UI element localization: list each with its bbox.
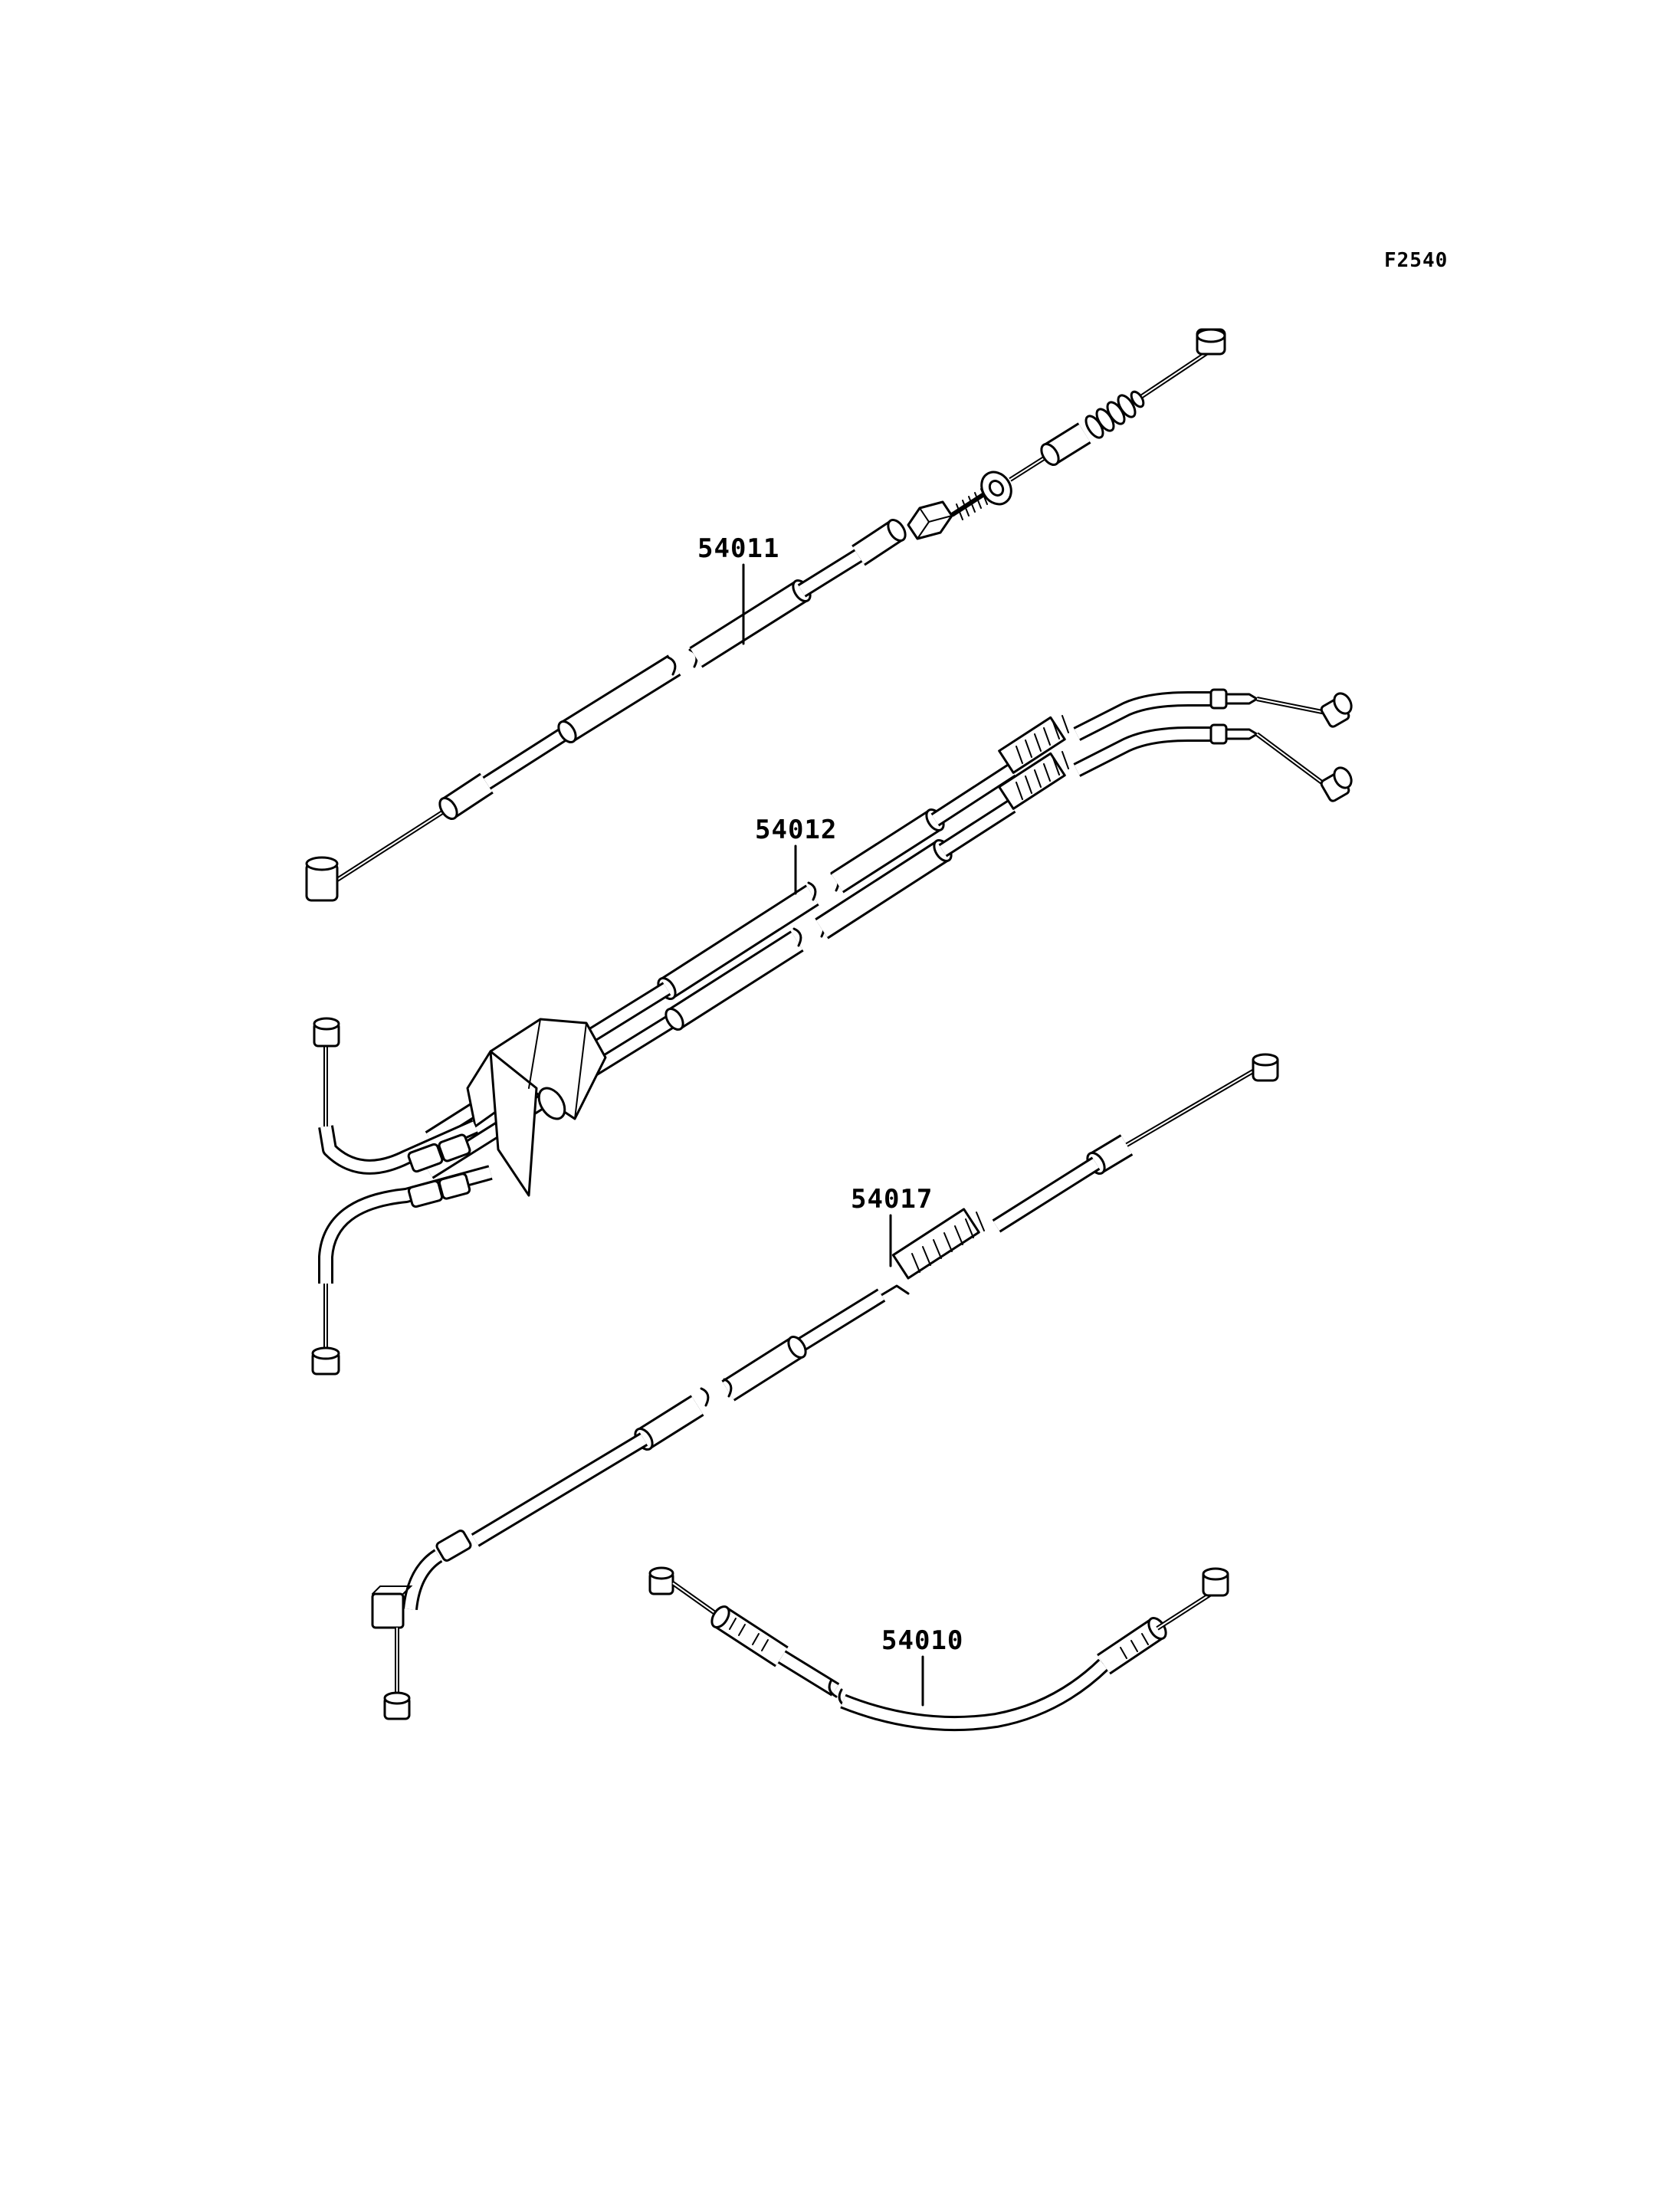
elbow-fitting: [371, 1585, 413, 1629]
cable-end-barrel: [1196, 328, 1226, 356]
cable-end-barrel: [305, 856, 339, 902]
part-number-label: 54010: [881, 1625, 963, 1656]
knurled-adjuster: [998, 715, 1069, 774]
callout-54010: 54010: [881, 1625, 963, 1707]
knurled-adjuster: [891, 1208, 985, 1280]
cable-54012[interactable]: [311, 688, 1355, 1376]
cable-end-barrel: [1320, 692, 1353, 728]
cable-end-barrel: [383, 1691, 411, 1720]
adjuster-threads: [950, 488, 990, 520]
rubber-boot: [1084, 390, 1145, 439]
callout-54017: 54017: [851, 1184, 933, 1267]
part-number-label: 54017: [851, 1184, 933, 1215]
part-number-label: 54012: [755, 815, 837, 845]
diagram-code: F2540: [1384, 249, 1448, 272]
cable-end-barrel: [313, 1017, 340, 1048]
cable-54017[interactable]: [371, 1053, 1279, 1720]
cable-54011[interactable]: [305, 328, 1226, 902]
cable-junction-block: [466, 1018, 607, 1197]
part-number-label: 54011: [697, 533, 779, 564]
knurled-adjuster: [998, 751, 1069, 810]
cable-end-barrel: [1202, 1567, 1229, 1597]
cable-end-barrel: [648, 1566, 674, 1595]
cable-end-barrel: [311, 1346, 340, 1376]
callout-54012: 54012: [755, 815, 837, 895]
callout-54011: 54011: [697, 533, 779, 645]
cable-end-barrel: [1252, 1053, 1279, 1082]
cable-end-barrel: [1320, 766, 1353, 802]
cable-54010[interactable]: [648, 1566, 1229, 1732]
